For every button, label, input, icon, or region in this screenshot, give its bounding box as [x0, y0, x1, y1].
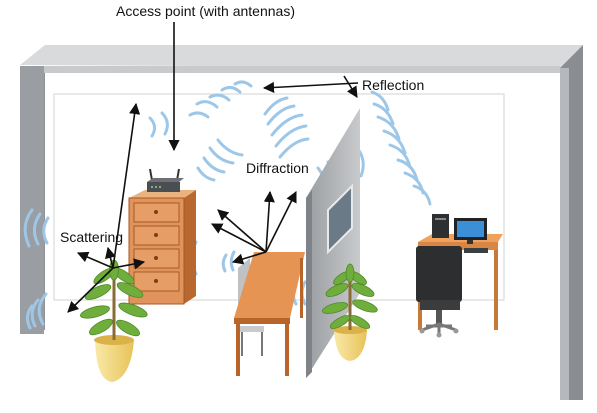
wall-mirror [327, 183, 353, 255]
cabinet [128, 190, 196, 305]
drawer-knob [154, 256, 158, 260]
ceiling-front [20, 66, 560, 73]
arrows [67, 22, 359, 313]
computer-tower [432, 214, 449, 238]
drawer-knob [154, 210, 158, 214]
ceiling-beam [20, 45, 583, 68]
scattering-label: Scattering [60, 229, 124, 245]
access-point-label: Access point (with antennas) [116, 3, 295, 19]
arrow-reflection [343, 75, 358, 98]
desk-center [234, 252, 305, 376]
partition-panel [306, 108, 360, 378]
monitor-screen [457, 221, 484, 237]
arrow-diffraction [265, 190, 297, 253]
reflection-label: Reflection [362, 77, 425, 93]
drawer-knob [154, 279, 158, 283]
chair-seat [420, 300, 460, 310]
cabinet-side [184, 190, 196, 304]
desk-right [416, 214, 503, 338]
desk-leg [236, 324, 240, 376]
desk-leg [494, 250, 498, 330]
arrow-scattering [112, 102, 141, 269]
desk-top [234, 252, 305, 318]
arrow-scattering [67, 267, 114, 313]
left-post [20, 66, 44, 334]
desk-leg [300, 258, 303, 318]
arrow-diffraction [263, 190, 275, 253]
arrow-diffraction [211, 223, 267, 253]
arrow-scattering [76, 251, 114, 269]
diffraction-label: Diffraction [246, 160, 309, 176]
desk-leg [285, 324, 289, 376]
chair-seat [240, 326, 264, 332]
arrow-scattering [112, 258, 146, 270]
panel-shade [306, 190, 312, 378]
arrow-diffraction [217, 209, 267, 253]
chair-back [416, 246, 462, 302]
keyboard [464, 248, 488, 253]
arrow-scattering [105, 246, 116, 269]
arrow-reflection [262, 81, 359, 94]
desk-edge [234, 318, 290, 324]
router-top [147, 178, 184, 182]
arrow-diffraction [231, 251, 267, 265]
router-body [147, 182, 180, 192]
right-post-front [560, 68, 569, 400]
access-point-router [147, 168, 184, 192]
plant-right [321, 263, 378, 361]
drawer-knob [154, 233, 158, 237]
